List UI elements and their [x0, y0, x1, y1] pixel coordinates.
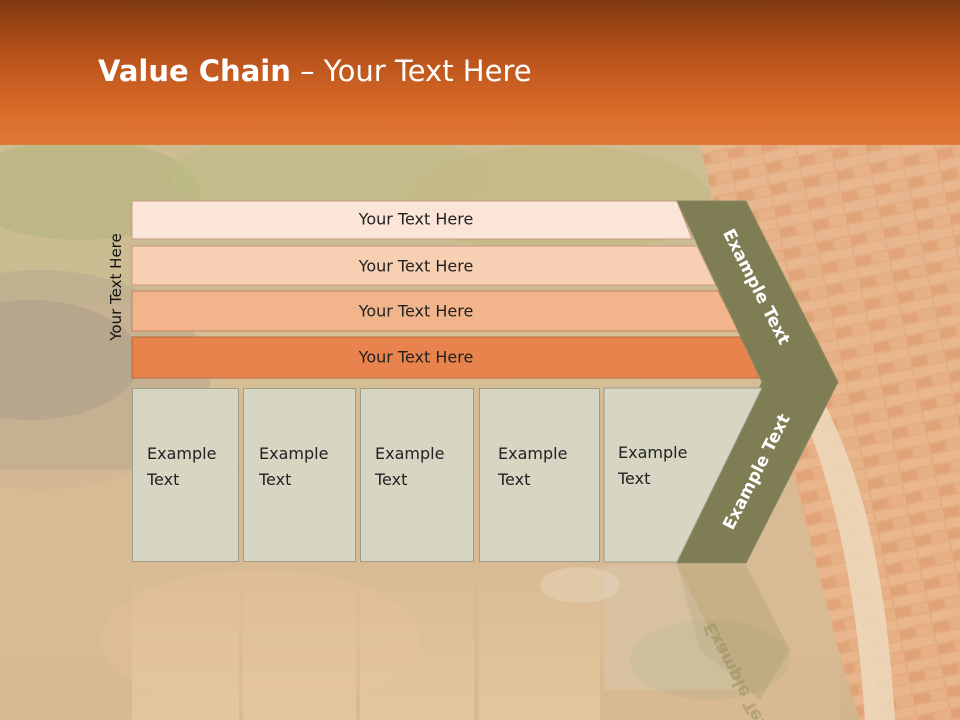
bar-2-label: Your Text Here — [358, 256, 474, 276]
chevron-reflection — [677, 565, 790, 700]
bar-4-label: Your Text Here — [358, 347, 474, 367]
box-2-label: Example Text — [259, 444, 329, 489]
box-5-reflection — [604, 565, 740, 690]
activity-box-3[interactable]: Example Text — [360, 388, 474, 562]
bar-3-label: Your Text Here — [358, 301, 474, 321]
bar-1-label: Your Text Here — [358, 209, 474, 229]
box-4-label: Example Text — [498, 444, 568, 489]
activity-box-1[interactable]: Example Text — [132, 388, 239, 562]
box-1-label: Example Text — [147, 444, 217, 489]
header-band — [0, 0, 960, 145]
slide-title: Value Chain – Your Text Here — [98, 54, 532, 88]
title-bold: Value Chain — [98, 54, 291, 88]
bar-1[interactable] — [131, 200, 693, 240]
activity-box-4[interactable]: Example Text — [479, 388, 600, 562]
chevron-arrow[interactable] — [676, 200, 839, 564]
box-5-label: Example Text — [618, 443, 688, 488]
box-5-shape[interactable] — [603, 387, 763, 563]
box-3-label: Example Text — [375, 444, 445, 489]
activity-box-2[interactable]: Example Text — [243, 388, 356, 562]
title-rest: – Your Text Here — [290, 54, 532, 88]
